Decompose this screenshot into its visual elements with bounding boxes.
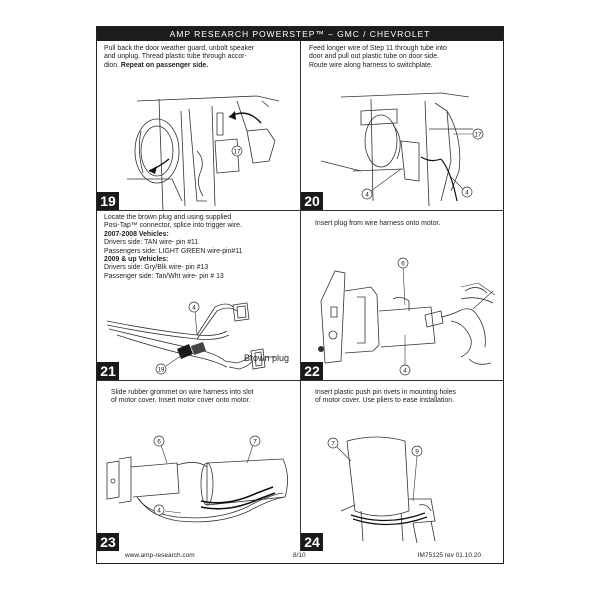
push-pin-rivet-illustration: 7 9 [327, 436, 436, 544]
step-number-24: 24 [301, 533, 323, 551]
instruction-bold-text: Repeat on passenger side. [120, 61, 209, 69]
instruction-line: Slide rubber grommet on wire harness int… [111, 389, 254, 396]
instruction-line: dion. Repeat on passenger side. [104, 62, 299, 70]
instruction-text: dion. [104, 61, 121, 69]
step-number-22: 22 [301, 362, 323, 380]
callout-17: 17 [233, 149, 241, 156]
instruction-line: Pull back the door weather guard, unbolt… [104, 45, 255, 52]
instruction-line: Drivers side: Gry/Blk wire- pin #13 [104, 264, 209, 272]
door-wire-routing-illustration: 17 4 4 [320, 92, 484, 207]
steps-grid: Pull back the door weather guard, unbolt… [97, 41, 503, 551]
sheet-footer: www.amp-research.com 8/10 IM75125 rev 01… [97, 549, 503, 563]
motor-plug-illustration: 6 4 [318, 257, 496, 376]
instruction-line: of motor cover. Insert motor cover onto … [111, 397, 251, 405]
vehicle-heading: 2007-2008 Vehicles: [104, 231, 299, 239]
step-23-instructions: Slide rubber grommet on wire harness int… [111, 389, 299, 406]
step-number-23: 23 [97, 533, 119, 551]
instruction-line: Feed longer wire of Step 11 through tube… [309, 45, 447, 52]
callout-6: 6 [157, 439, 161, 446]
heading-text: 2007-2008 Vehicles: [104, 230, 169, 238]
callout-4: 4 [157, 508, 161, 515]
step-number-20: 20 [301, 192, 323, 210]
instruction-sheet: AMP RESEARCH POWERSTEP™ – GMC / CHEVROLE… [96, 26, 504, 564]
callout-17: 17 [474, 132, 482, 139]
instruction-line: Locate the brown plug and using supplied [104, 214, 232, 221]
brown-plug-label: Brown plug [244, 353, 290, 363]
callout-4: 4 [192, 305, 196, 312]
step-number-21: 21 [97, 362, 119, 380]
callout-4: 4 [465, 190, 469, 197]
callout-7: 7 [253, 439, 257, 446]
step-21-panel: Locate the brown plug and using supplied… [97, 211, 301, 381]
instruction-line: Insert plastic push pin rivets in mounti… [315, 389, 456, 396]
instruction-line: Passenger side: Tan/Wht wire- pin # 13 [104, 272, 224, 280]
step-22-panel: Insert plug from wire harness onto motor… [301, 211, 503, 381]
step-20-panel: Feed longer wire of Step 11 through tube… [301, 41, 503, 211]
callout-6: 6 [401, 261, 405, 268]
instruction-line: Route wire along harness to switchplate. [309, 61, 433, 69]
step-22-instructions: Insert plug from wire harness onto motor… [315, 220, 499, 228]
callout-19: 19 [158, 368, 165, 374]
instruction-line: of motor cover. Use pliers to ease insta… [315, 397, 455, 405]
vehicle-heading: 2009 & up Vehicles: [104, 256, 299, 264]
step-19-instructions: Pull back the door weather guard, unbolt… [104, 45, 299, 70]
callout-7: 7 [331, 441, 335, 448]
instruction-line: Insert plug from wire harness onto motor… [315, 220, 441, 227]
footer-document-id: IM75125 rev 01.10.20 [417, 552, 481, 559]
instruction-line: Posi-Tap™ connector, splice into trigger… [104, 222, 242, 230]
callout-9: 9 [415, 449, 419, 456]
step-23-panel: Slide rubber grommet on wire harness int… [97, 381, 301, 551]
step-19-panel: Pull back the door weather guard, unbolt… [97, 41, 301, 211]
instruction-line: door and pull out plastic tube on door s… [309, 53, 439, 61]
step-21-instructions: Locate the brown plug and using supplied… [104, 214, 299, 281]
callout-4: 4 [403, 368, 407, 375]
step-24-instructions: Insert plastic push pin rivets in mounti… [315, 389, 501, 406]
motor-cover-illustration: 6 7 4 [106, 435, 288, 523]
footer-page-number: 8/10 [293, 552, 306, 559]
step-number-19: 19 [97, 192, 119, 210]
instruction-line: and unplug. Thread plastic tube through … [104, 53, 247, 61]
instruction-line: Passengers side: LIGHT GREEN wire-pin#11 [104, 247, 243, 255]
footer-website: www.amp-research.com [125, 552, 195, 559]
brown-plug-splice-illustration: 4 19 [106, 301, 275, 375]
step-24-panel: Insert plastic push pin rivets in mounti… [301, 381, 503, 551]
sheet-header: AMP RESEARCH POWERSTEP™ – GMC / CHEVROLE… [97, 27, 503, 41]
door-speaker-illustration: 17 [127, 95, 280, 210]
step-20-instructions: Feed longer wire of Step 11 through tube… [309, 45, 499, 70]
callout-4: 4 [365, 192, 369, 199]
heading-text: 2009 & up Vehicles: [104, 256, 169, 264]
instruction-line: Drivers side: TAN wire- pin #11 [104, 239, 199, 247]
